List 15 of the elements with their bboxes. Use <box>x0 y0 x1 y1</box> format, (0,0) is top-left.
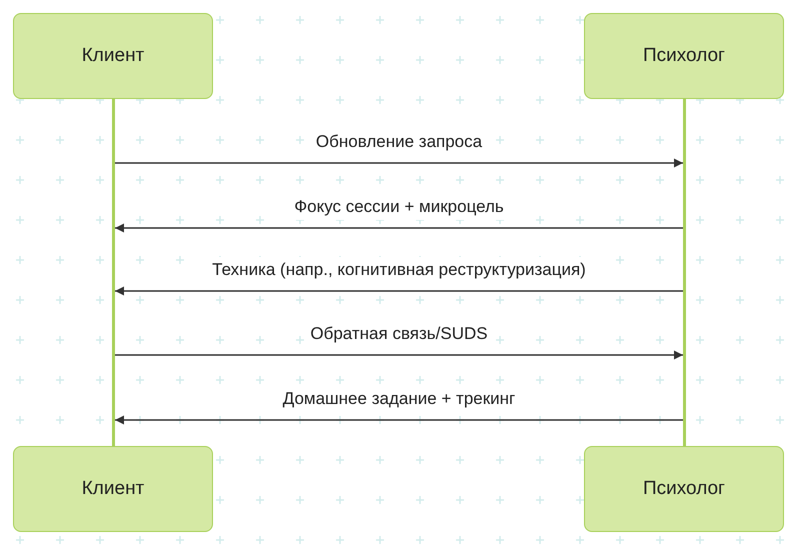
lifeline <box>112 99 115 446</box>
message-arrow <box>115 158 683 168</box>
message-arrow <box>115 286 683 296</box>
actor-name: Клиент <box>82 44 144 68</box>
actor-box <box>13 446 213 532</box>
actor-name: Клиент <box>82 476 144 501</box>
message-arrow <box>115 416 683 424</box>
actor-box <box>584 13 784 99</box>
actor-name: Психолог <box>642 44 725 68</box>
actor-box <box>13 13 213 99</box>
message-arrow <box>115 224 683 232</box>
message-arrow <box>115 350 683 360</box>
actor-name: Психолог <box>642 476 725 501</box>
actor-box <box>584 446 784 532</box>
lifeline <box>683 99 686 446</box>
